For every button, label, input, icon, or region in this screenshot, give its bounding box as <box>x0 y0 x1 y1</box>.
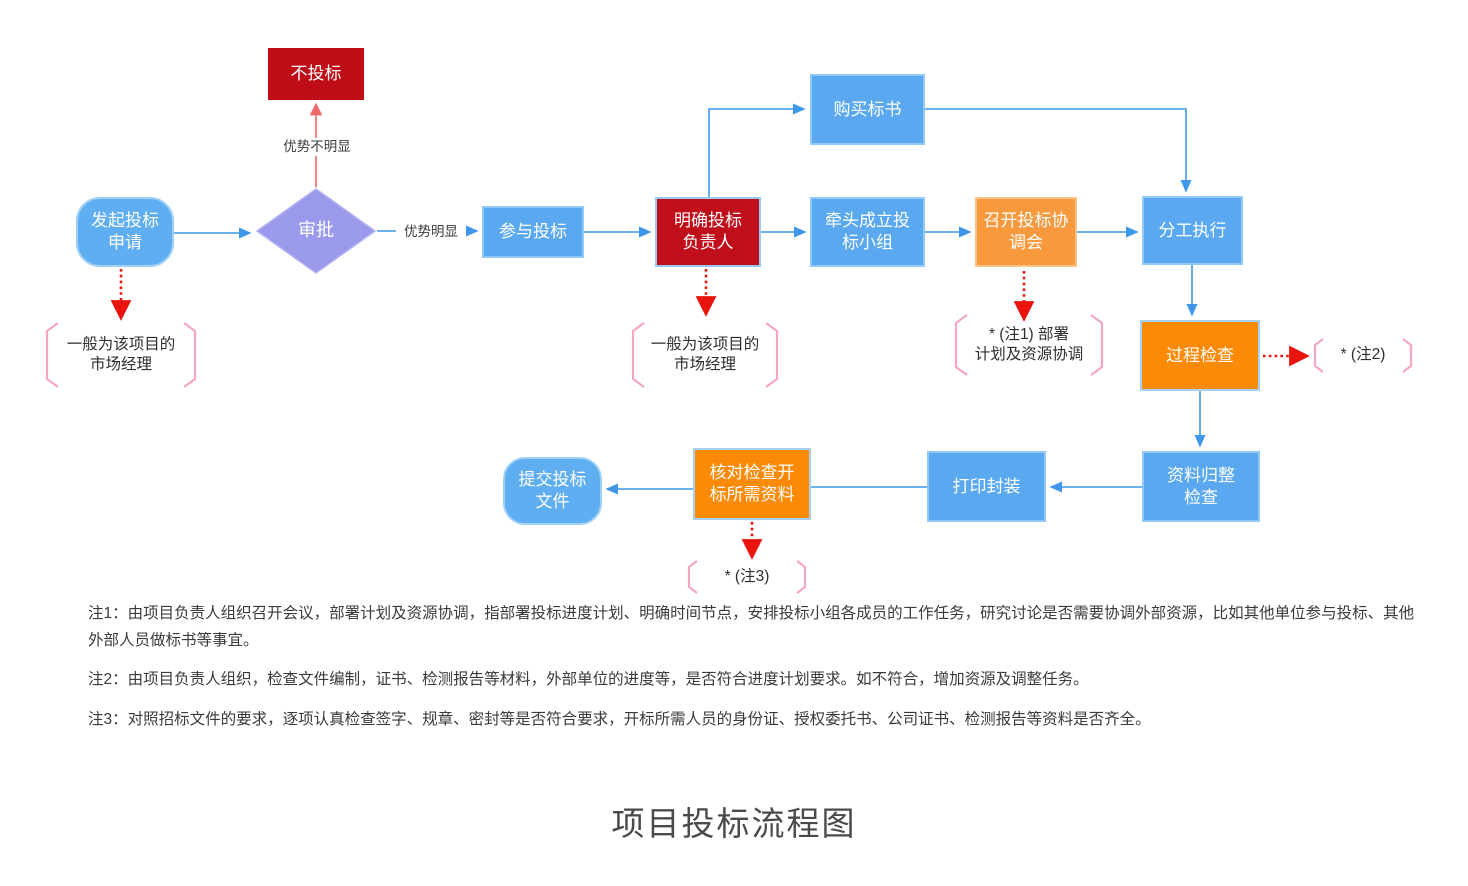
bracket-icon <box>631 322 779 388</box>
footnote-1: 注1：由项目负责人组织召开会议，部署计划及资源协调，指部署投标进度计划、明确时间… <box>88 605 1415 649</box>
node-verify-materials: 核对检查开 标所需资料 <box>693 448 811 520</box>
node-buy-docs-label: 购买标书 <box>833 99 902 119</box>
node-form-team-label: 牵头成立投 标小组 <box>825 211 910 252</box>
edge-label-advantage-clear: 优势明显 <box>396 223 466 241</box>
node-print-seal: 打印封装 <box>927 451 1046 522</box>
edge-buydocs-to-division <box>925 108 1192 193</box>
annotation-market-manager-leader: 一般为该项目的 市场经理 <box>630 322 780 388</box>
edge-leader-to-buydocs <box>708 103 806 197</box>
annotation-text: * (注3) <box>724 567 770 585</box>
node-coordination-meeting: 召开投标协 调会 <box>975 197 1077 267</box>
annotation-text: * (注1) 部署 计划及资源协调 <box>974 325 1084 363</box>
node-no-bid-label: 不投标 <box>290 64 342 84</box>
node-approval: 审批 <box>255 187 377 275</box>
annotation-note2-ref: * (注2) <box>1312 338 1414 373</box>
edge-label-advantage-unclear: 优势不明显 <box>262 138 372 156</box>
node-form-team: 牵头成立投 标小组 <box>810 197 925 267</box>
node-division-execute: 分工执行 <box>1142 196 1243 265</box>
node-join-bid: 参与投标 <box>482 206 584 258</box>
bracket-icon <box>687 560 807 594</box>
bracket-icon <box>45 322 197 388</box>
approval-diamond-shape <box>255 188 377 274</box>
node-define-leader: 明确投标 负责人 <box>655 197 761 267</box>
annotation-text: 一般为该项目的 市场经理 <box>66 335 176 373</box>
node-submit-docs: 提交投标 文件 <box>503 457 602 525</box>
bracket-icon <box>954 314 1104 376</box>
node-verify-materials-label: 核对检查开 标所需资料 <box>709 463 795 504</box>
footnote-2: 注2：由项目负责人组织，检查文件编制，证书、检测报告等材料，外部单位的进度等，是… <box>88 671 1089 689</box>
node-organize-check-label: 资料归整 检查 <box>1167 465 1235 507</box>
node-define-leader-label: 明确投标 负责人 <box>674 211 742 252</box>
annotation-note1-ref: * (注1) 部署 计划及资源协调 <box>953 314 1105 376</box>
node-division-execute-label: 分工执行 <box>1158 220 1227 240</box>
annotation-text: * (注2) <box>1340 346 1386 364</box>
node-start: 发起投标 申请 <box>76 197 174 267</box>
annotation-note3-ref: * (注3) <box>686 560 808 594</box>
node-process-check-label: 过程检查 <box>1166 345 1234 365</box>
bracket-icon <box>1313 338 1413 373</box>
node-coordination-meeting-label: 召开投标协 调会 <box>983 211 1069 252</box>
node-start-label: 发起投标 申请 <box>91 211 159 252</box>
node-join-bid-label: 参与投标 <box>499 222 567 242</box>
node-process-check: 过程检查 <box>1140 320 1260 391</box>
node-submit-docs-label: 提交投标 文件 <box>518 470 587 511</box>
footnotes: 注1：由项目负责人组织召开会议，部署计划及资源协调，指部署投标进度计划、明确时间… <box>88 601 1420 747</box>
page-title: 项目投标流程图 <box>611 805 857 842</box>
footnote-3: 注3：对照招标文件的要求，逐项认真检查签字、规章、密封等是否符合要求，开标所需人… <box>88 710 1151 728</box>
node-print-seal-label: 打印封装 <box>952 476 1021 496</box>
node-approval-label: 审批 <box>298 220 334 241</box>
annotation-market-manager-start: 一般为该项目的 市场经理 <box>44 322 198 388</box>
node-buy-docs: 购买标书 <box>810 74 925 145</box>
node-organize-check: 资料归整 检查 <box>1142 451 1260 522</box>
annotation-text: 一般为该项目的 市场经理 <box>650 335 760 373</box>
node-no-bid: 不投标 <box>268 48 364 100</box>
